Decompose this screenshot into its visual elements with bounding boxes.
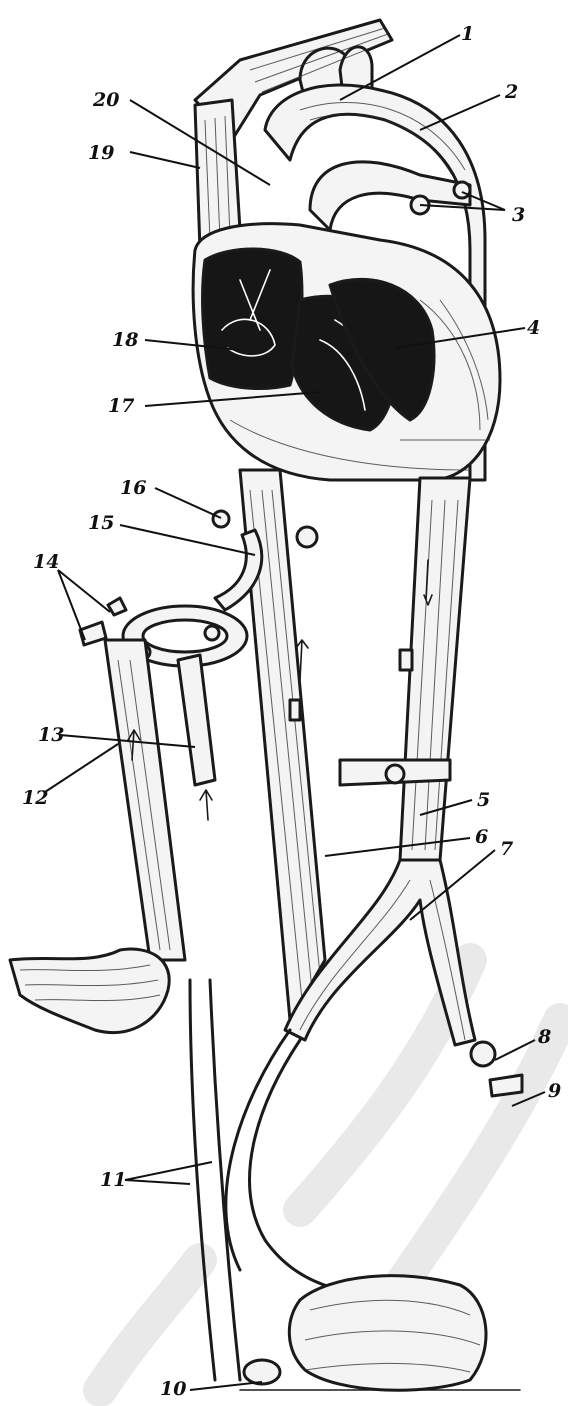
- label-10: 10: [160, 1378, 186, 1400]
- pulmonary-trunk: [310, 162, 470, 230]
- label-19: 19: [88, 142, 114, 164]
- label-17: 17: [108, 395, 134, 417]
- label-5: 5: [477, 789, 490, 811]
- label-20: 20: [92, 89, 119, 111]
- bladder: [240, 1276, 520, 1391]
- label-14: 14: [33, 551, 59, 573]
- leader-16: [155, 488, 221, 518]
- label-8: 8: [537, 1026, 551, 1048]
- label-4: 4: [527, 317, 540, 339]
- leader-11a: [125, 1180, 190, 1184]
- label-3: 3: [512, 204, 525, 226]
- leader-15: [120, 525, 255, 555]
- label-18: 18: [112, 329, 138, 351]
- heart: [193, 224, 500, 480]
- label-7: 7: [500, 838, 513, 860]
- label-13: 13: [38, 724, 64, 746]
- umbilical-vein: [105, 640, 185, 960]
- leader-10: [190, 1382, 262, 1390]
- portal-vein-branch: [178, 655, 215, 820]
- inferior-vena-cava: [213, 470, 325, 1020]
- leader-19: [130, 152, 200, 168]
- leader-11b: [125, 1162, 212, 1180]
- label-16: 16: [120, 477, 146, 499]
- label-2: 2: [504, 81, 518, 103]
- label-9: 9: [548, 1080, 561, 1102]
- label-11: 11: [100, 1169, 126, 1191]
- leader-12: [45, 744, 118, 792]
- label-1: 1: [461, 23, 474, 45]
- label-15: 15: [88, 512, 114, 534]
- label-12: 12: [22, 787, 48, 809]
- placenta: [10, 949, 169, 1033]
- label-6: 6: [475, 826, 488, 848]
- leader-6: [325, 838, 470, 856]
